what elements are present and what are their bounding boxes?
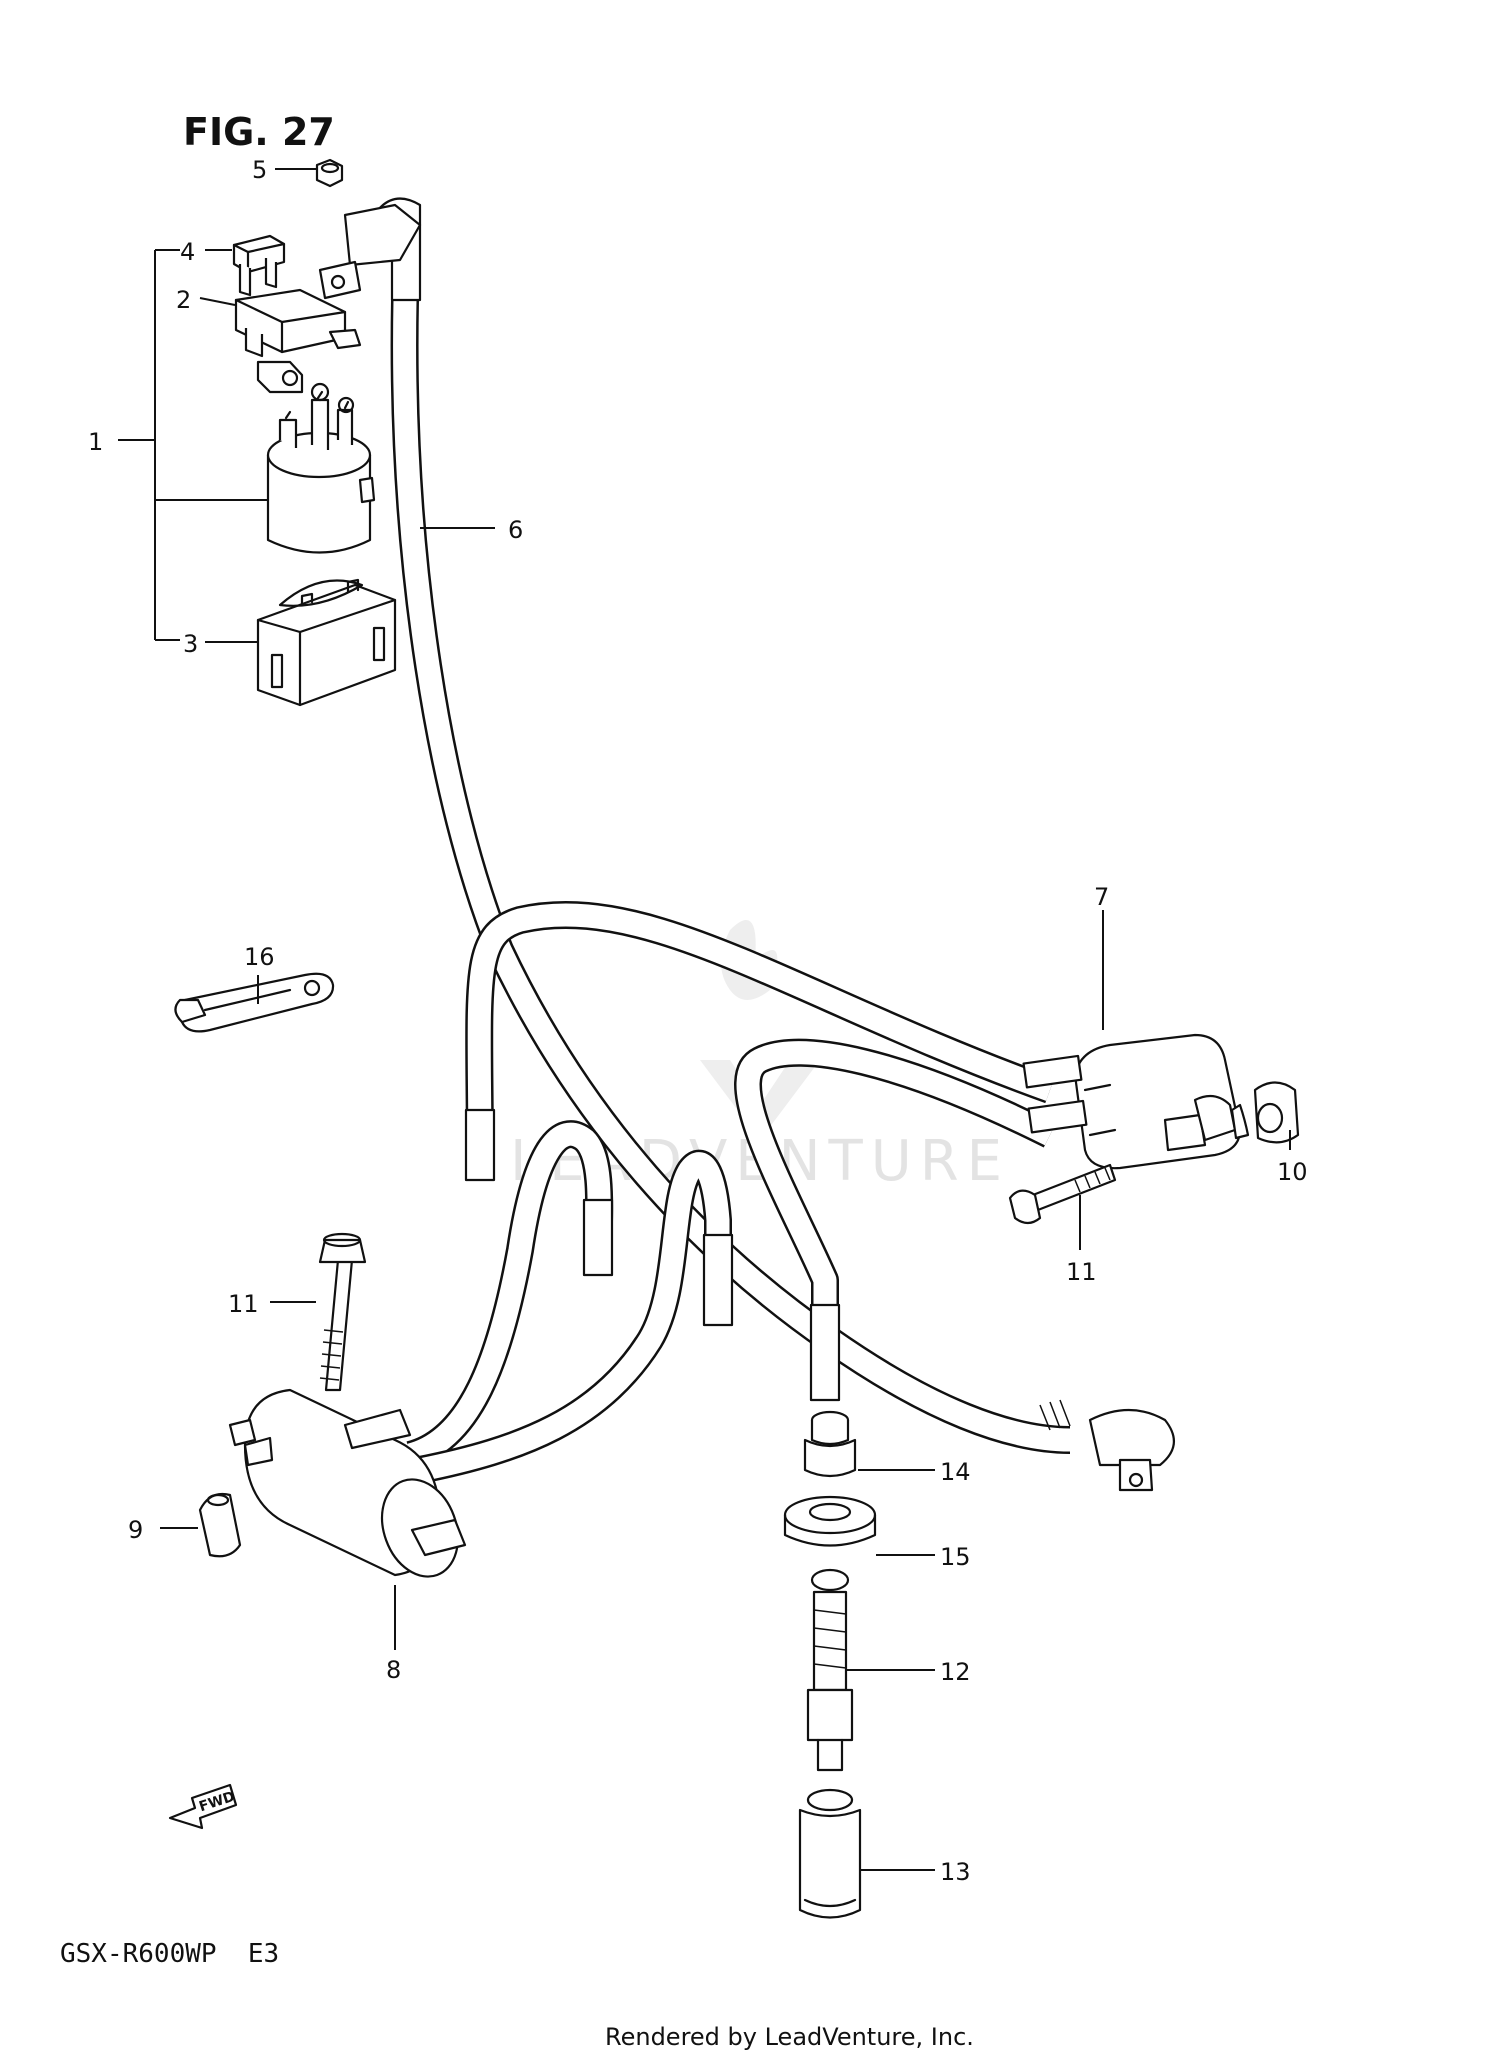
callout-11-lower: 11 bbox=[228, 1290, 259, 1318]
part-10-cap[interactable] bbox=[1253, 1081, 1300, 1144]
part-13-plug-cap[interactable] bbox=[798, 1788, 862, 1919]
part-16-clamp[interactable] bbox=[174, 972, 335, 1033]
part-12-spark-plug[interactable] bbox=[806, 1568, 854, 1772]
part-11-bolt-lower[interactable] bbox=[318, 1232, 367, 1392]
callout-8: 8 bbox=[386, 1656, 401, 1684]
callout-3: 3 bbox=[183, 630, 198, 658]
callouts: 5 4 2 1 3 6 7 10 11 11 9 8 14 15 12 13 1… bbox=[88, 156, 1308, 1886]
part-14-grommet[interactable] bbox=[803, 1410, 857, 1478]
part-9-cap[interactable] bbox=[198, 1492, 242, 1558]
callout-6: 6 bbox=[508, 516, 523, 544]
callout-11-upper: 11 bbox=[1066, 1258, 1097, 1286]
callout-2: 2 bbox=[176, 286, 191, 314]
fwd-arrow-icon: FWD bbox=[168, 1783, 238, 1830]
model-code: GSX-R600WP E3 bbox=[60, 1939, 279, 1969]
part-15-washer[interactable] bbox=[783, 1495, 877, 1547]
part-5-nut[interactable] bbox=[315, 158, 344, 188]
callout-10: 10 bbox=[1277, 1158, 1308, 1186]
leader-lines bbox=[160, 168, 1291, 1871]
callout-16: 16 bbox=[244, 943, 275, 971]
callout-4: 4 bbox=[180, 238, 195, 266]
callout-14: 14 bbox=[940, 1458, 971, 1486]
callout-15: 15 bbox=[940, 1543, 971, 1571]
part-6-starter-cable[interactable] bbox=[318, 197, 1175, 1492]
callout-13: 13 bbox=[940, 1858, 971, 1886]
part-4-fuse[interactable] bbox=[232, 234, 286, 297]
part-2-relay-cover[interactable] bbox=[234, 288, 362, 394]
callout-12: 12 bbox=[940, 1658, 971, 1686]
footer-credit: Rendered by LeadVenture, Inc. bbox=[605, 2023, 974, 2051]
part-1-starter-relay[interactable] bbox=[266, 382, 376, 554]
callout-5: 5 bbox=[252, 156, 267, 184]
callout-1: 1 bbox=[88, 428, 103, 456]
part-11-bolt-upper[interactable] bbox=[1008, 1163, 1117, 1225]
figure-title: FIG. 27 bbox=[183, 110, 335, 154]
part-7-ignition-coil[interactable] bbox=[464, 900, 1250, 1402]
callout-9: 9 bbox=[128, 1516, 143, 1544]
callout-7: 7 bbox=[1094, 883, 1109, 911]
part-8-ignition-coil[interactable] bbox=[228, 1120, 734, 1587]
part-3-relay-holder[interactable] bbox=[256, 578, 397, 707]
